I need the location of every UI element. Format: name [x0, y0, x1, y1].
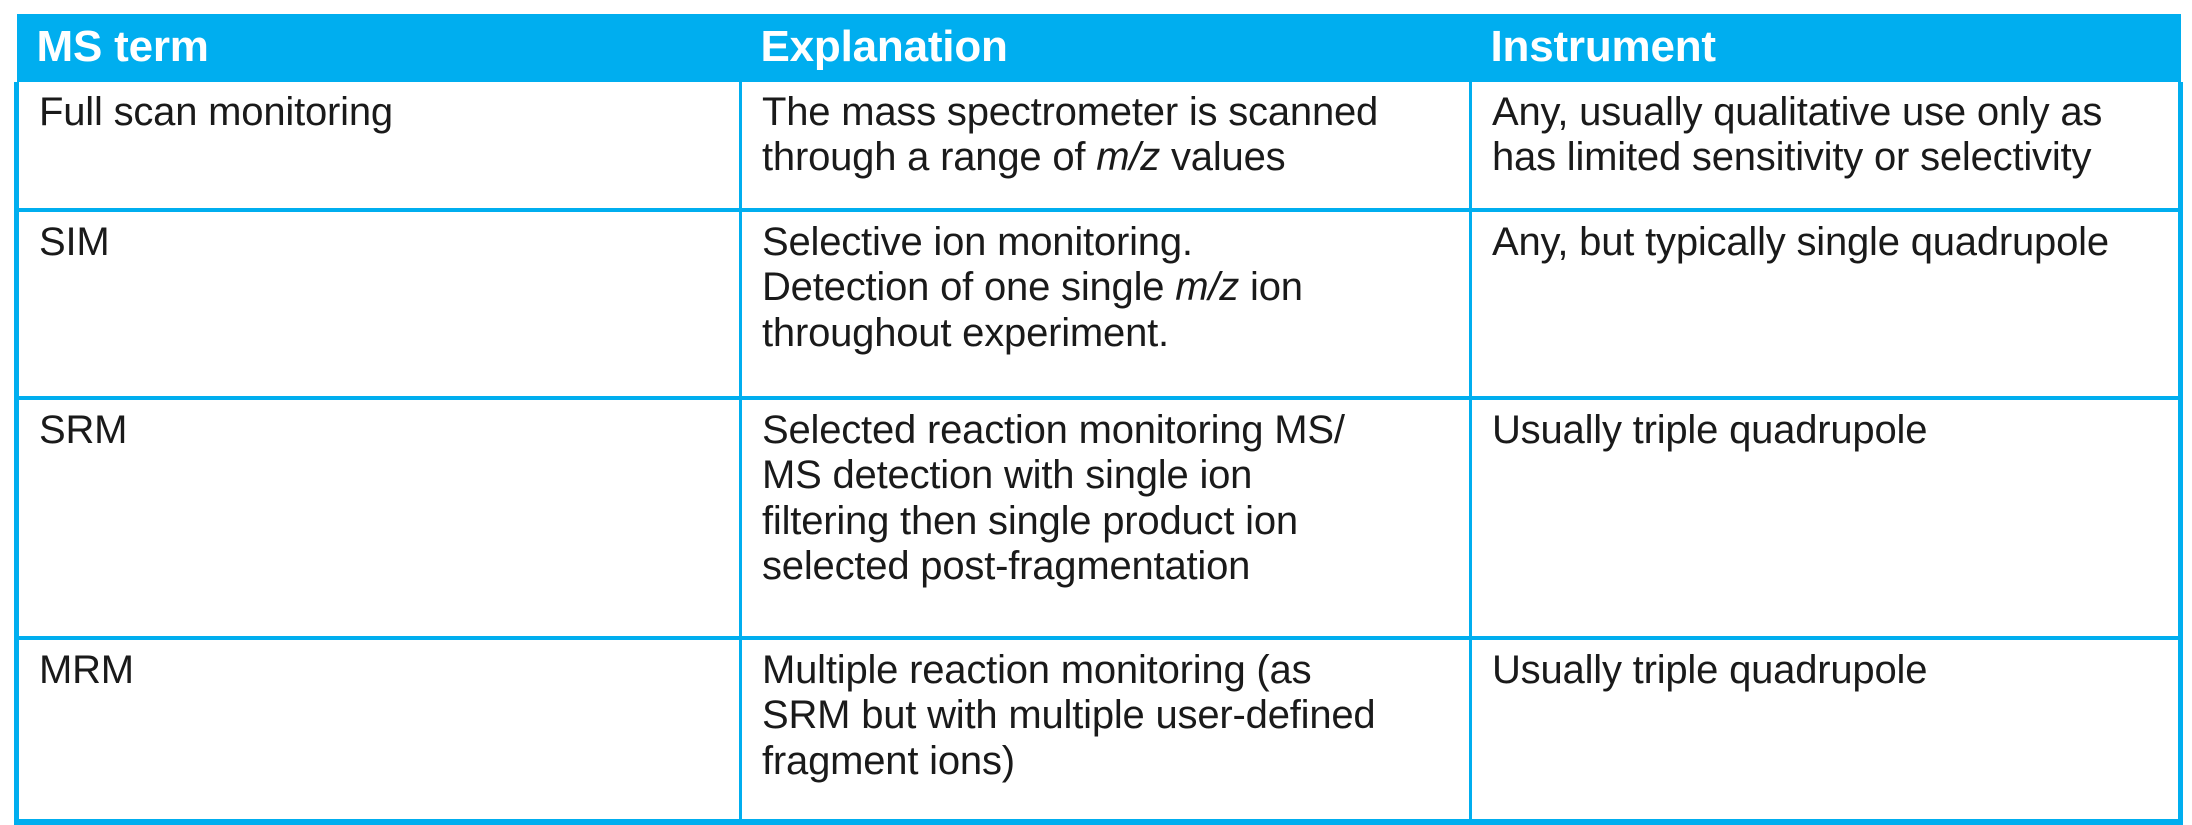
cell-instrument: Any, but typically single quadrupole — [1470, 209, 2183, 400]
text-segment: Selective ion monitoring. — [762, 219, 1193, 264]
text-segment: ion — [1239, 265, 1303, 310]
cell-explanation: Multiple reaction monitoring (as SRM but… — [740, 637, 1472, 825]
cell-explanation: Selected reaction monitoring MS/ MS dete… — [740, 397, 1472, 640]
explanation-line: Detection of one single m/z ion — [762, 265, 1469, 311]
column-header-instrument: Instrument — [1470, 14, 2181, 82]
explanation-line: Multiple reaction monitoring (as — [762, 647, 1312, 692]
column-header-ms-term: MS term — [16, 14, 741, 82]
text-segment-italic: m/z — [1096, 135, 1161, 180]
explanation-line: SRM but with multiple user-defined — [762, 693, 1376, 738]
cell-explanation: The mass spectrometer is scanned through… — [740, 81, 1472, 212]
table-row: SRM Selected reaction monitoring MS/ MS … — [14, 397, 2183, 640]
text-segment: The mass spectrometer is scanned — [762, 89, 1379, 134]
explanation-line: Selective ion monitoring. — [762, 220, 1469, 266]
table-row: MRM Multiple reaction monitoring (as SRM… — [14, 637, 2183, 825]
table-row: SIM Selective ion monitoring. Detection … — [14, 209, 2183, 400]
instrument-line: Any, but typically single quadrupole — [1492, 219, 2109, 264]
ms-terms-table: MS term Explanation Instrument Full scan… — [14, 14, 2183, 825]
explanation-line: throughout experiment. — [762, 311, 1469, 357]
explanation-line: The mass spectrometer is scanned — [762, 90, 1469, 136]
cell-instrument: Usually triple quadrupole — [1470, 637, 2183, 825]
cell-explanation: Selective ion monitoring. Detection of o… — [740, 209, 1472, 400]
explanation-line: fragment ions) — [762, 738, 1015, 783]
text-segment: values — [1160, 135, 1286, 180]
cell-ms-term: SIM — [14, 209, 742, 400]
instrument-line: has limited sensitivity or selectivity — [1492, 135, 2092, 180]
column-header-explanation: Explanation — [740, 14, 1471, 82]
text-segment: throughout experiment. — [762, 310, 1169, 355]
cell-ms-term: Full scan monitoring — [14, 81, 742, 212]
instrument-line: Usually triple quadrupole — [1492, 647, 1928, 692]
explanation-line: filtering then single product ion — [762, 498, 1298, 543]
text-segment-italic: m/z — [1175, 265, 1240, 310]
cell-ms-term: MRM — [14, 637, 742, 825]
explanation-line: selected post-fragmentation — [762, 544, 1251, 589]
explanation-line: MS detection with single ion — [762, 453, 1253, 498]
instrument-line: Usually triple quadrupole — [1492, 407, 1928, 452]
instrument-line: Any, usually qualitative use only as — [1492, 89, 2103, 134]
table-body: Full scan monitoring The mass spectromet… — [14, 81, 2183, 825]
cell-instrument: Any, usually qualitative use only as has… — [1470, 81, 2183, 212]
table-header-row: MS term Explanation Instrument — [16, 14, 2181, 82]
text-segment: through a range of — [762, 135, 1097, 180]
cell-instrument: Usually triple quadrupole — [1470, 397, 2183, 640]
explanation-line: Selected reaction monitoring MS/ — [762, 407, 1345, 452]
text-segment: Detection of one single — [762, 265, 1176, 310]
table-row: Full scan monitoring The mass spectromet… — [14, 81, 2183, 212]
cell-ms-term: SRM — [14, 397, 742, 640]
table-header: MS term Explanation Instrument — [16, 14, 2181, 82]
explanation-line: through a range of m/z values — [762, 135, 1469, 181]
